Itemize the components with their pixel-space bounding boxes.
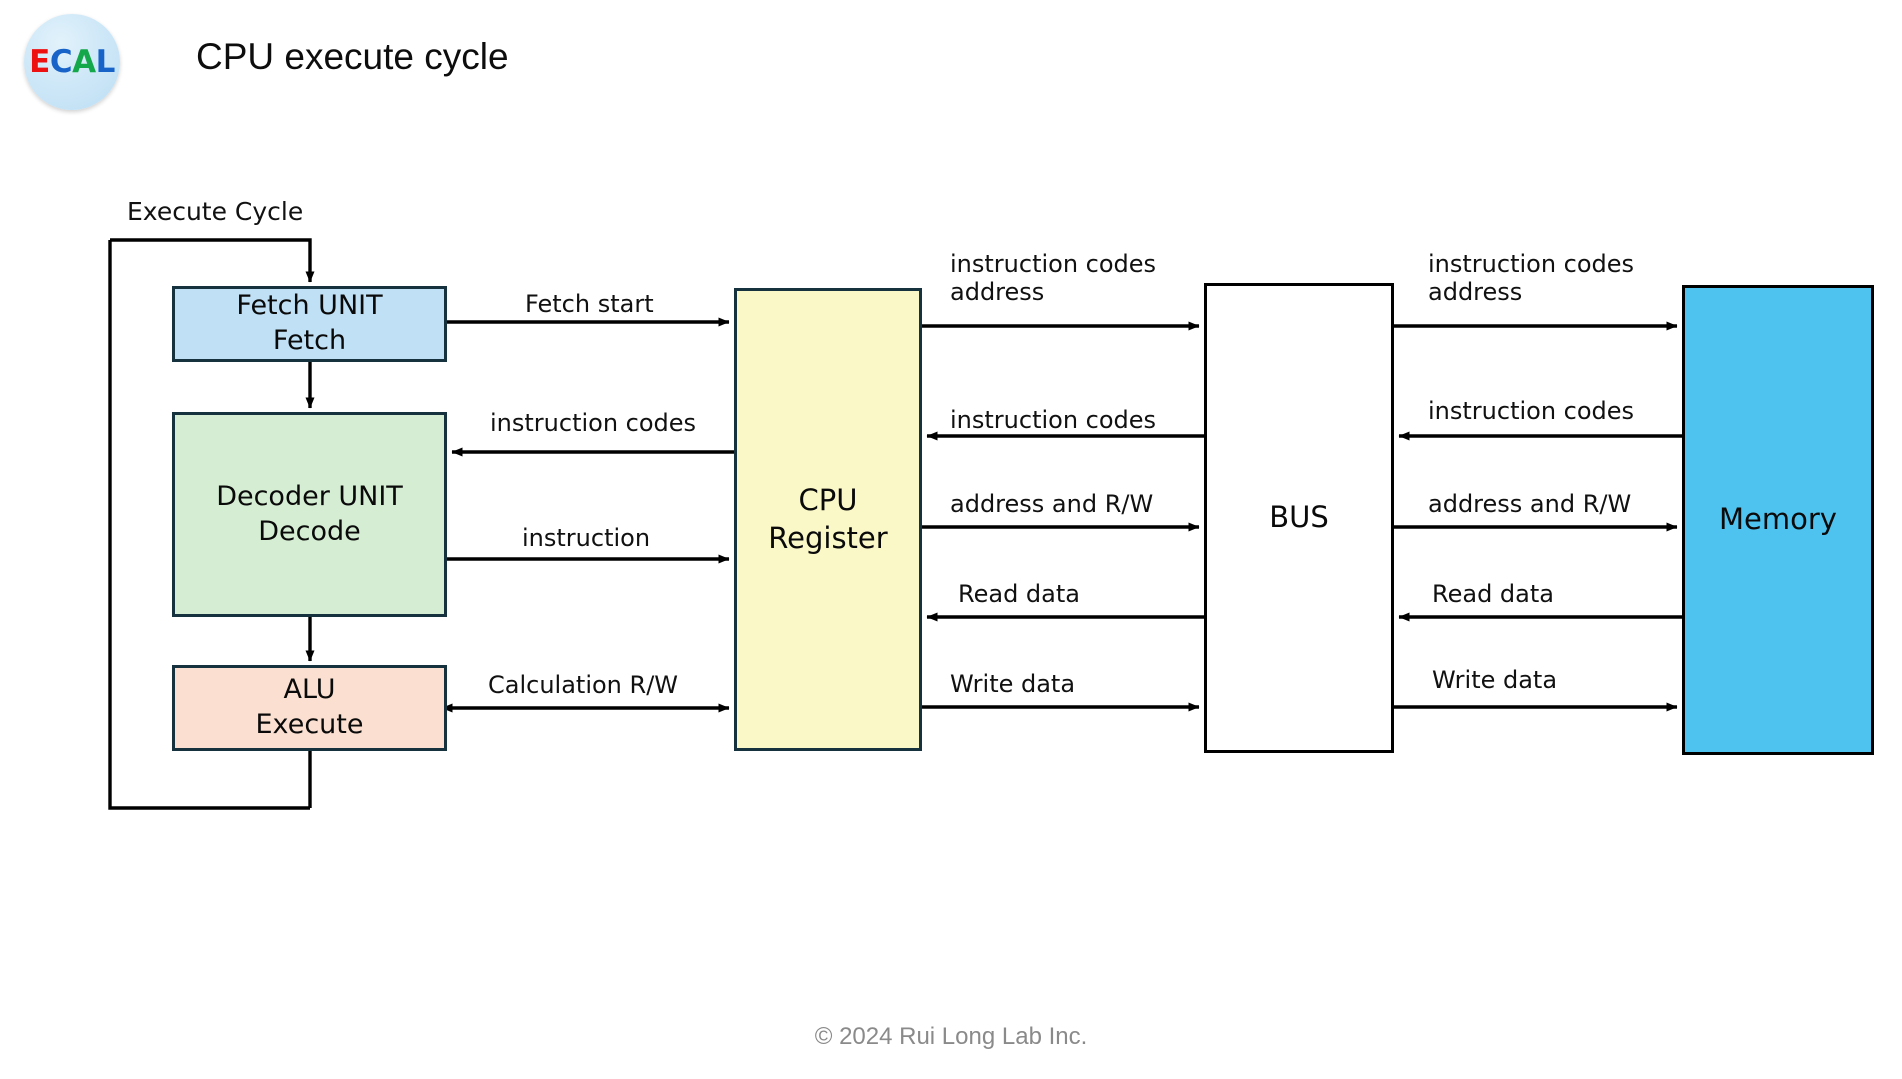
edge-label-instruction-to-cpu: instruction xyxy=(522,524,651,552)
block-fetch-unit[interactable]: Fetch UNIT Fetch xyxy=(172,286,447,362)
block-fetch-unit-line1: Fetch UNIT xyxy=(236,290,383,322)
edge-label-cpu-bus-instr-addr-line2: address xyxy=(950,278,1045,307)
block-memory[interactable]: Memory xyxy=(1682,285,1874,755)
edge-label-bus-memory-read-data: Read data xyxy=(1432,580,1554,608)
edge-label-cpu-bus-instruction-codes-address: instruction codes address xyxy=(950,250,1156,307)
edge-label-bus-memory-address-rw: address and R/W xyxy=(1428,490,1632,518)
block-alu-line1: ALU xyxy=(283,674,336,706)
edge-label-bus-mem-instr-addr-line1: instruction codes xyxy=(1428,250,1635,278)
block-bus[interactable]: BUS xyxy=(1204,283,1394,753)
edge-label-bus-mem-instr-addr-line2: address xyxy=(1428,278,1523,307)
block-cpu-register-line1: CPU xyxy=(798,483,858,518)
block-cpu-register[interactable]: CPU Register xyxy=(734,288,922,751)
execute-cycle-label: Execute Cycle xyxy=(127,197,304,226)
edge-label-cpu-bus-address-rw: address and R/W xyxy=(950,490,1154,518)
block-decoder-unit-line1: Decoder UNIT xyxy=(216,480,403,512)
edge-label-bus-memory-instruction-codes: instruction codes xyxy=(1428,397,1635,425)
edge-label-bus-memory-instruction-codes-address: instruction codes address xyxy=(1428,250,1634,307)
block-alu[interactable]: ALU Execute xyxy=(172,665,447,751)
logo-letter-l: L xyxy=(95,43,116,80)
edge-label-calculation-rw: Calculation R/W xyxy=(488,671,679,699)
block-decoder-unit[interactable]: Decoder UNIT Decode xyxy=(172,412,447,617)
page-title: CPU execute cycle xyxy=(196,36,509,77)
footer-copyright: © 2024 Rui Long Lab Inc. xyxy=(814,1023,1088,1050)
block-alu-line2: Execute xyxy=(255,709,364,740)
block-fetch-unit-line2: Fetch xyxy=(272,325,347,356)
edge-label-cpu-bus-instruction-codes: instruction codes xyxy=(950,406,1157,434)
edge-label-cpu-bus-read-data: Read data xyxy=(958,580,1080,608)
edge-label-fetch-start: Fetch start xyxy=(525,290,654,318)
edge-label-instruction-codes-to-decoder: instruction codes xyxy=(490,409,697,437)
ecal-logo-icon: ECAL xyxy=(24,14,120,110)
logo-letter-e: E xyxy=(29,43,50,80)
edge-label-cpu-bus-instr-addr-line1: instruction codes xyxy=(950,250,1157,278)
edge-label-bus-memory-write-data: Write data xyxy=(1432,666,1558,694)
page-header: ECAL CPU execute cycle xyxy=(0,0,1902,130)
edge-label-cpu-bus-write-data: Write data xyxy=(950,670,1076,698)
logo-letter-a: A xyxy=(72,43,96,80)
block-decoder-unit-line2: Decode xyxy=(258,515,361,547)
logo-wordmark: ECAL xyxy=(29,43,116,80)
block-memory-line1: Memory xyxy=(1719,502,1837,537)
block-cpu-register-line2: Register xyxy=(768,520,888,555)
block-bus-line1: BUS xyxy=(1269,500,1329,535)
logo-letter-c: C xyxy=(49,43,73,80)
